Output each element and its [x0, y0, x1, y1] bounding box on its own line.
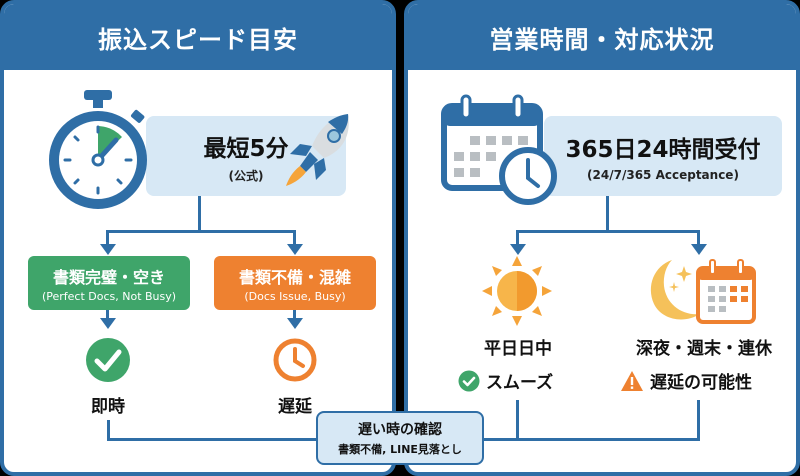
calendar-clock-icon — [441, 94, 557, 205]
result-immediate: 即時 — [91, 397, 125, 417]
clock-icon — [273, 338, 317, 382]
branch-subtitle: (Perfect Docs, Not Busy) — [41, 289, 177, 303]
slow-check-note: 遅い時の確認 書類不備, LINE見落とし — [316, 411, 484, 465]
branch-box-docs-issue: 書類不備・混雑 (Docs Issue, Busy) — [214, 256, 376, 310]
status-smooth: スムーズ — [458, 368, 553, 393]
arrow-down-icon — [510, 244, 526, 255]
status-possible-delay: 遅延の可能性 — [620, 368, 752, 393]
fastest-time-note: (公式) — [228, 168, 264, 183]
stopwatch-icon — [49, 90, 147, 209]
arrow-down-icon — [100, 318, 116, 329]
fastest-time: 最短5分 — [203, 135, 289, 162]
warning-icon — [621, 370, 643, 391]
arrow-down-icon — [691, 244, 707, 255]
branch-subtitle: (Docs Issue, Busy) — [244, 289, 346, 303]
acceptance-hours: 365日24時間受付 — [565, 137, 761, 163]
branch-title: 書類完璧・空き — [52, 267, 165, 287]
arrow-down-icon — [287, 244, 303, 255]
weekday-daytime-label: 平日日中 — [484, 339, 552, 359]
hours-panel: 営業時間・対応状況 365日24時間受付 (24/7/365 Acceptanc… — [404, 0, 800, 476]
check-circle-icon — [458, 370, 480, 391]
status-text: 遅延の可能性 — [650, 373, 752, 393]
rocket-icon — [286, 114, 349, 186]
hours-hero-box: 365日24時間受付 (24/7/365 Acceptance) — [544, 116, 782, 196]
moon-calendar-icon — [650, 259, 756, 324]
acceptance-hours-en: (24/7/365 Acceptance) — [587, 168, 739, 182]
arrow-down-icon — [100, 244, 116, 255]
branch-title: 書類不備・混雑 — [238, 267, 351, 287]
night-weekend-label: 深夜・週末・連休 — [636, 339, 772, 359]
branch-box-perfect-docs: 書類完璧・空き (Perfect Docs, Not Busy) — [28, 256, 190, 310]
speed-panel-title: 振込スピード目安 — [4, 4, 392, 70]
speed-panel: 振込スピード目安 最短5分 (公式) 書類完璧・空き — [0, 0, 396, 476]
status-text: スムーズ — [486, 373, 554, 393]
note-title: 遅い時の確認 — [358, 422, 442, 438]
note-detail: 書類不備, LINE見落とし — [338, 443, 462, 456]
sun-icon — [482, 256, 552, 326]
check-circle-icon — [86, 338, 130, 382]
result-delay: 遅延 — [278, 397, 312, 417]
arrow-down-icon — [287, 318, 303, 329]
hours-panel-title: 営業時間・対応状況 — [408, 4, 796, 70]
